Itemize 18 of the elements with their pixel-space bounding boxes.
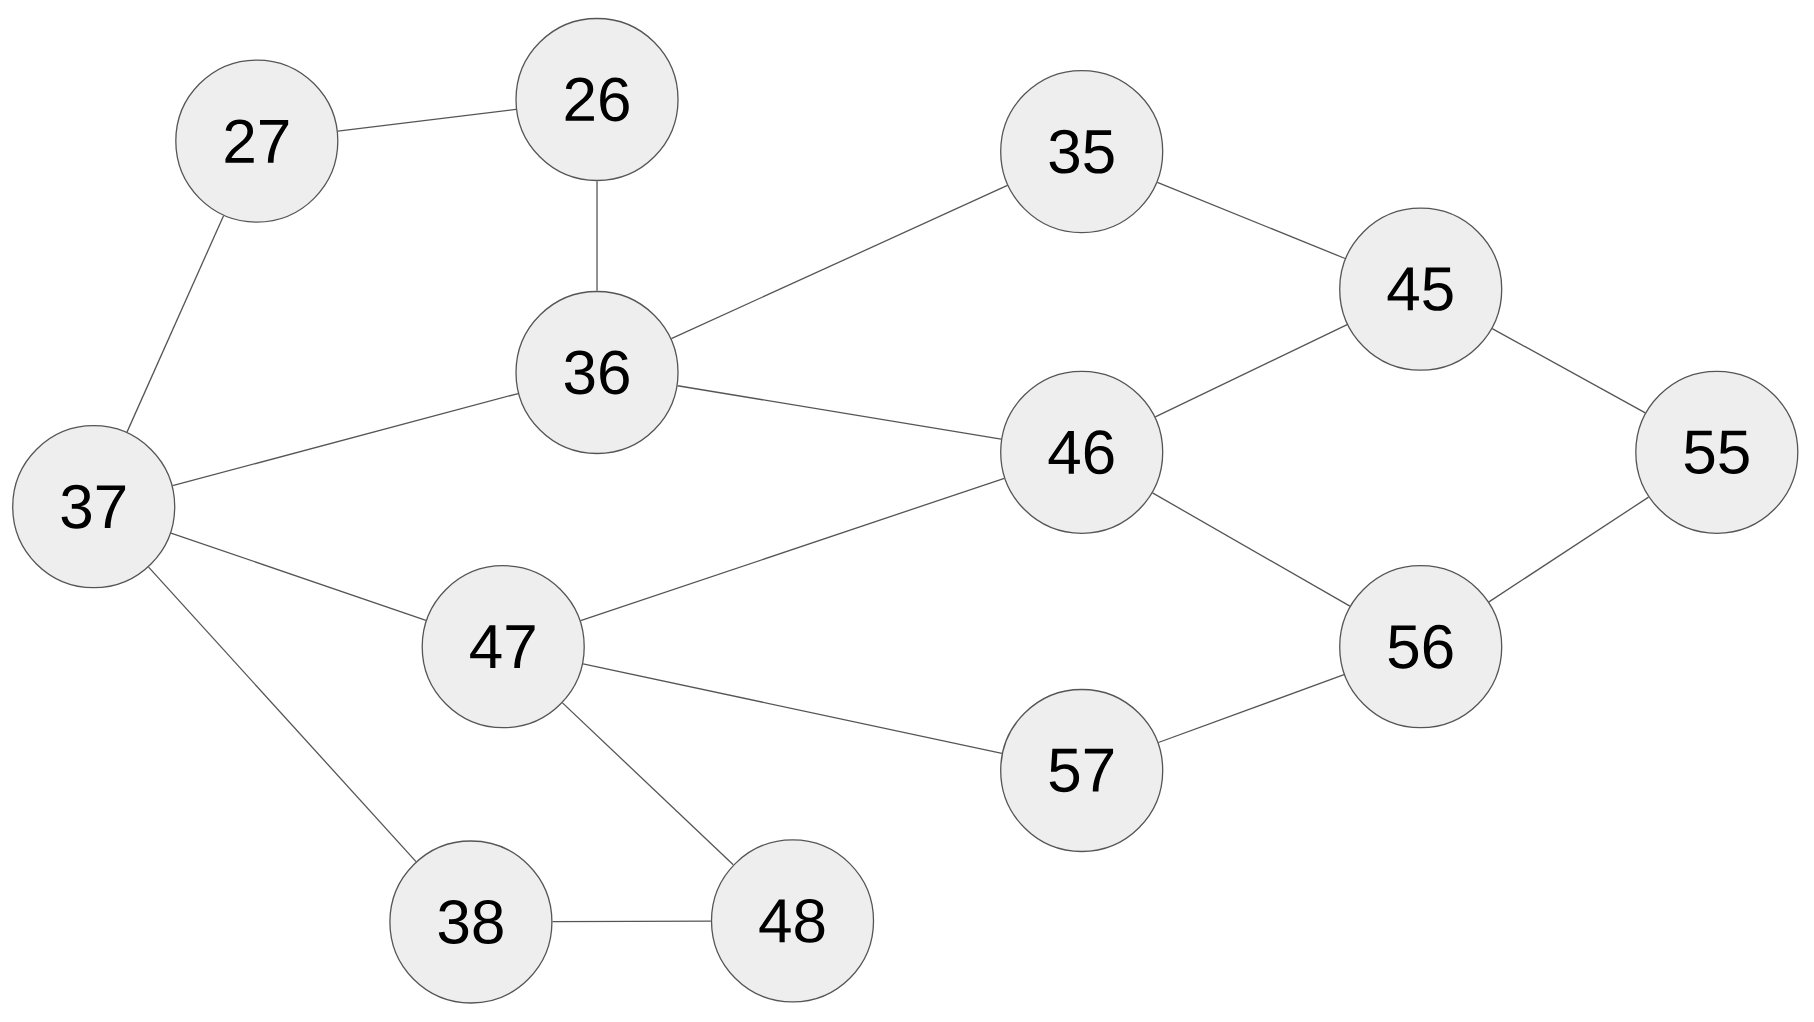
- connector-line: [1154, 323, 1348, 418]
- connector-line: [1157, 674, 1345, 744]
- connector-line: [561, 702, 734, 866]
- connector-line: [1491, 327, 1646, 414]
- connector-line: [676, 385, 1002, 440]
- connector-line: [126, 215, 225, 433]
- connector-line: [171, 392, 519, 487]
- connector-line: [170, 532, 427, 621]
- connector-line: [147, 566, 417, 863]
- connector-line: [551, 920, 712, 923]
- connector-line: [337, 108, 517, 132]
- connector-line: [1151, 492, 1351, 607]
- connector-line: [582, 663, 1003, 755]
- connector-line: [1156, 181, 1346, 260]
- connector-line: [670, 184, 1009, 340]
- connector-line: [1488, 496, 1650, 603]
- connector-line: [579, 477, 1005, 622]
- connector-line: [596, 180, 598, 292]
